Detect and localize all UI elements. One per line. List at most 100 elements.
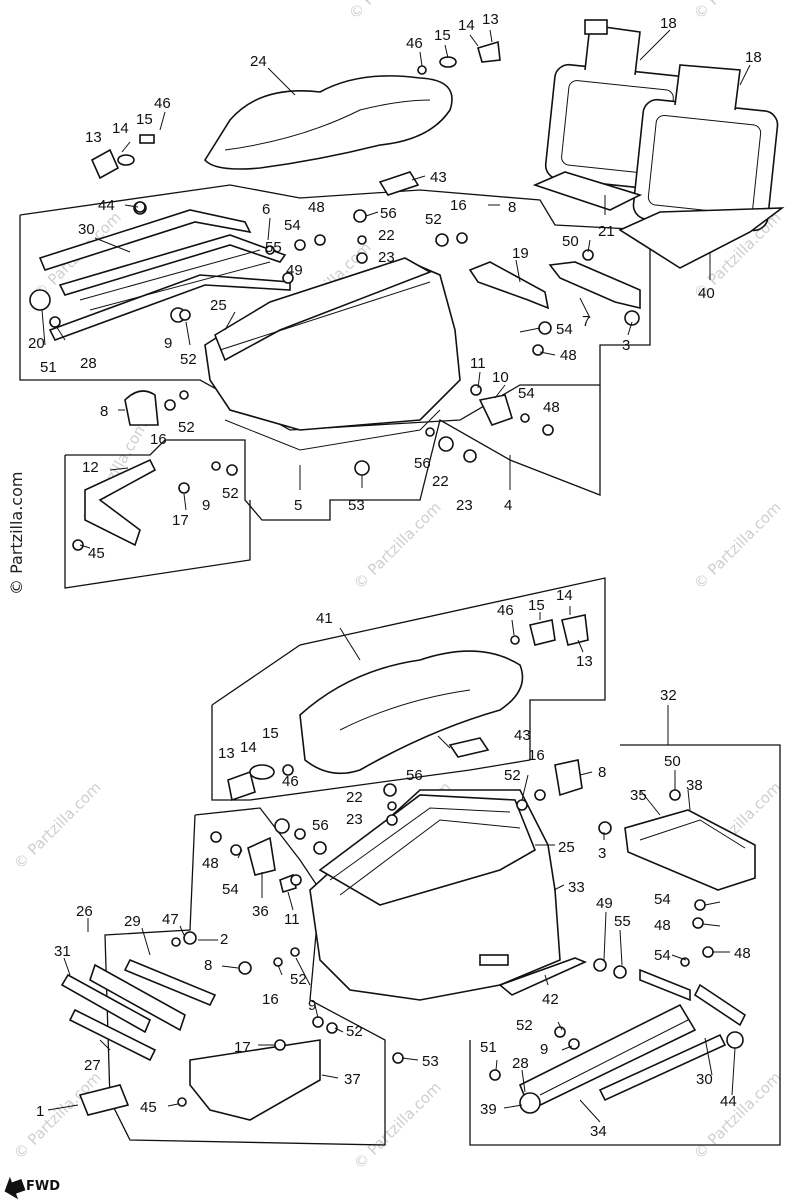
rail [38,209,252,271]
screw [669,789,681,801]
callout-label: 52 [425,211,442,228]
callout-label: 52 [180,351,197,368]
screw [179,390,189,400]
callout-label: 29 [124,913,141,930]
rail [89,963,186,1032]
screw [456,232,468,244]
callout-label: 31 [54,943,71,960]
callout-label: 20 [28,335,45,352]
screw [226,464,238,476]
bolt [519,1092,541,1114]
callout-label: 44 [98,197,115,214]
callout-label: 10 [492,369,509,386]
screw [598,821,612,835]
callout-label: 56 [312,817,329,834]
callout-label: 24 [250,53,267,70]
hinge [139,134,155,144]
screw [435,233,449,247]
callout-label: 34 [590,1123,607,1140]
callout-label: 35 [630,787,647,804]
rail [48,274,291,341]
screw [177,1097,187,1107]
callout-label: 52 [178,419,195,436]
callout-label: 50 [664,753,681,770]
callout-label: 14 [556,587,573,604]
callout-label: 14 [240,739,257,756]
callout-label: 9 [540,1041,548,1058]
watermark: © Partzilla.com [350,1078,445,1173]
callout-label: 26 [76,903,93,920]
screw [593,958,607,972]
callout-label: 25 [210,297,227,314]
callout-label: 9 [202,497,210,514]
bolt [726,1031,744,1049]
callout-label: 18 [745,49,762,66]
callout-label: 19 [512,245,529,262]
latch [78,1084,130,1116]
callout-label: 11 [470,355,486,372]
screw [49,316,61,328]
screw [425,427,435,437]
screw [171,937,181,947]
callout-label: 15 [434,27,451,44]
screw [568,1038,580,1050]
callout-label: 23 [346,811,363,828]
fwd-indicator: FWD [4,1176,60,1200]
screw [357,235,367,245]
callout-label: 52 [516,1017,533,1034]
callout-label: 56 [380,205,397,222]
screw [282,272,294,284]
callout-label: 54 [654,947,671,964]
screw [538,321,552,335]
callout-label: 48 [308,199,325,216]
mat [532,171,643,211]
hinge [117,154,135,166]
side-cover [189,1039,321,1121]
callout-label: 48 [654,917,671,934]
screw [273,957,283,967]
screw [211,461,221,471]
watermark: © Partzilla.com [345,0,440,23]
callout-label: 54 [284,217,301,234]
screw [520,413,530,423]
rail [68,1008,157,1062]
callout-label: 16 [262,991,279,1008]
callout-label: 16 [528,747,545,764]
screw [265,245,275,255]
callout-label: 49 [596,895,613,912]
callout-label: 28 [512,1055,529,1072]
callout-label: 49 [286,262,303,279]
screw [613,965,627,979]
callout-label: 47 [162,911,179,928]
hinge [249,764,275,780]
callout-label: 48 [734,945,751,962]
callout-label: 43 [514,727,531,744]
callout-label: 14 [112,120,129,137]
fwd-arrow-icon [4,1176,26,1200]
hinge [561,614,589,646]
callout-label: 23 [378,249,395,266]
callout-label: 17 [172,512,189,529]
callout-label: 32 [660,687,677,704]
screw [534,789,546,801]
bracket [84,458,157,547]
callout-label: 12 [82,459,99,476]
callout-label: 22 [432,473,449,490]
tray [624,809,756,891]
group-outline-bracket [469,744,781,1146]
screw [680,957,690,967]
callout-label: 45 [140,1099,157,1116]
callout-label: 54 [556,321,573,338]
callout-label: 2 [220,931,228,948]
screw [294,239,306,251]
screw [438,436,454,452]
callout-label: 15 [136,111,153,128]
callout-label: 6 [262,201,270,218]
lid [299,650,524,775]
callout-label: 25 [558,839,575,856]
callout-label: 9 [164,335,172,352]
callout-label: 11 [284,911,300,928]
callout-label: 5 [294,497,302,514]
lock [478,394,513,426]
